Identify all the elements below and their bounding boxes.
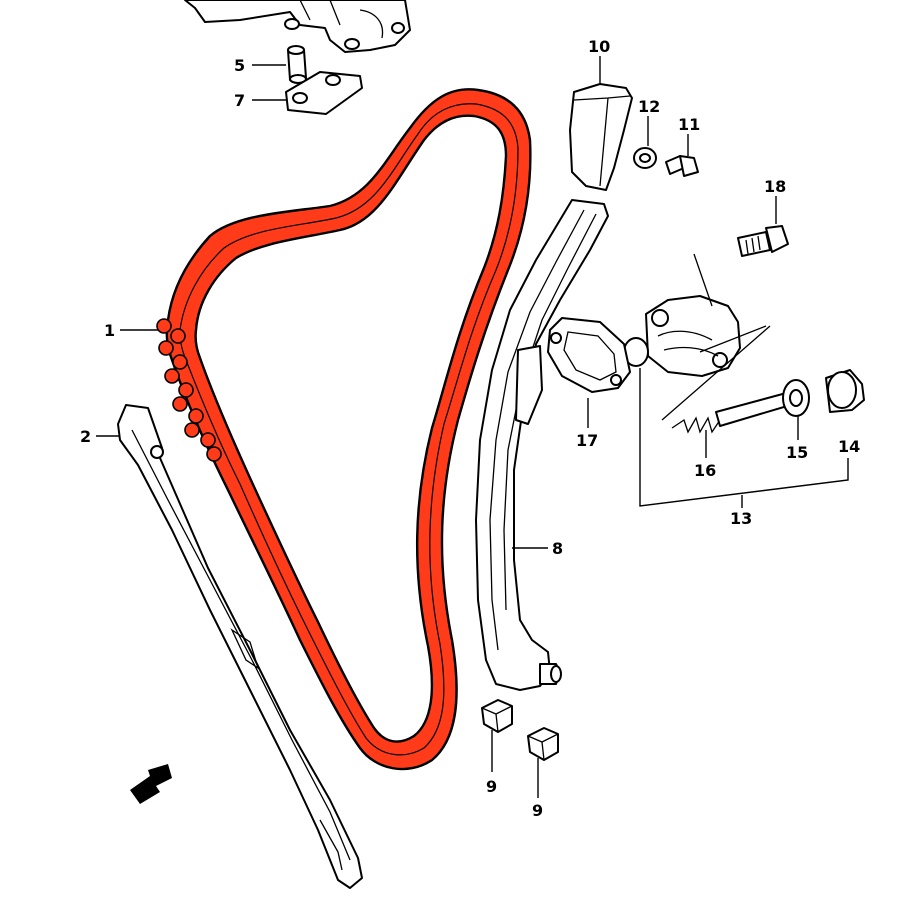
dowel-pin xyxy=(287,45,307,84)
callout-11: 11 xyxy=(678,115,700,134)
callout-2: 2 xyxy=(80,427,91,446)
guide-block-left xyxy=(481,699,513,733)
front-chain-guide xyxy=(117,404,363,889)
leader-lines xyxy=(96,56,799,798)
callout-13: 13 xyxy=(730,509,752,528)
callout-9-left: 9 xyxy=(486,777,497,796)
tensioner-outline-lines xyxy=(661,253,771,421)
callout-15: 15 xyxy=(786,443,808,462)
tensioner-clip xyxy=(782,379,810,417)
guide-cap xyxy=(569,83,633,191)
cylinder-head-fragment xyxy=(184,0,411,53)
bolt-small xyxy=(665,155,699,177)
tensioner-bolt xyxy=(737,225,789,257)
callout-1: 1 xyxy=(104,321,115,340)
tensioner-body xyxy=(623,295,741,377)
tensioner-cap xyxy=(825,369,865,413)
callout-9-right: 9 xyxy=(532,801,543,820)
callout-7: 7 xyxy=(234,91,245,110)
rear-chain-guide xyxy=(475,199,609,691)
callout-12: 12 xyxy=(638,97,660,116)
callout-14: 14 xyxy=(838,437,860,456)
cam-chain xyxy=(156,88,532,771)
front-arrow-icon xyxy=(130,764,172,804)
callout-5: 5 xyxy=(234,56,245,75)
callout-18: 18 xyxy=(764,177,786,196)
guide-block-right xyxy=(527,727,559,761)
washer xyxy=(633,147,657,169)
guide-plate xyxy=(285,71,363,115)
callout-17: 17 xyxy=(576,431,598,450)
callout-10: 10 xyxy=(588,37,610,56)
tensioner-spring xyxy=(671,416,721,434)
callout-16: 16 xyxy=(694,461,716,480)
assembly-bracket xyxy=(639,368,849,508)
callout-labels: 5 7 1 2 8 9 9 10 12 11 18 17 16 15 14 13 xyxy=(80,37,860,820)
gasket xyxy=(547,317,631,393)
callout-8: 8 xyxy=(552,539,563,558)
